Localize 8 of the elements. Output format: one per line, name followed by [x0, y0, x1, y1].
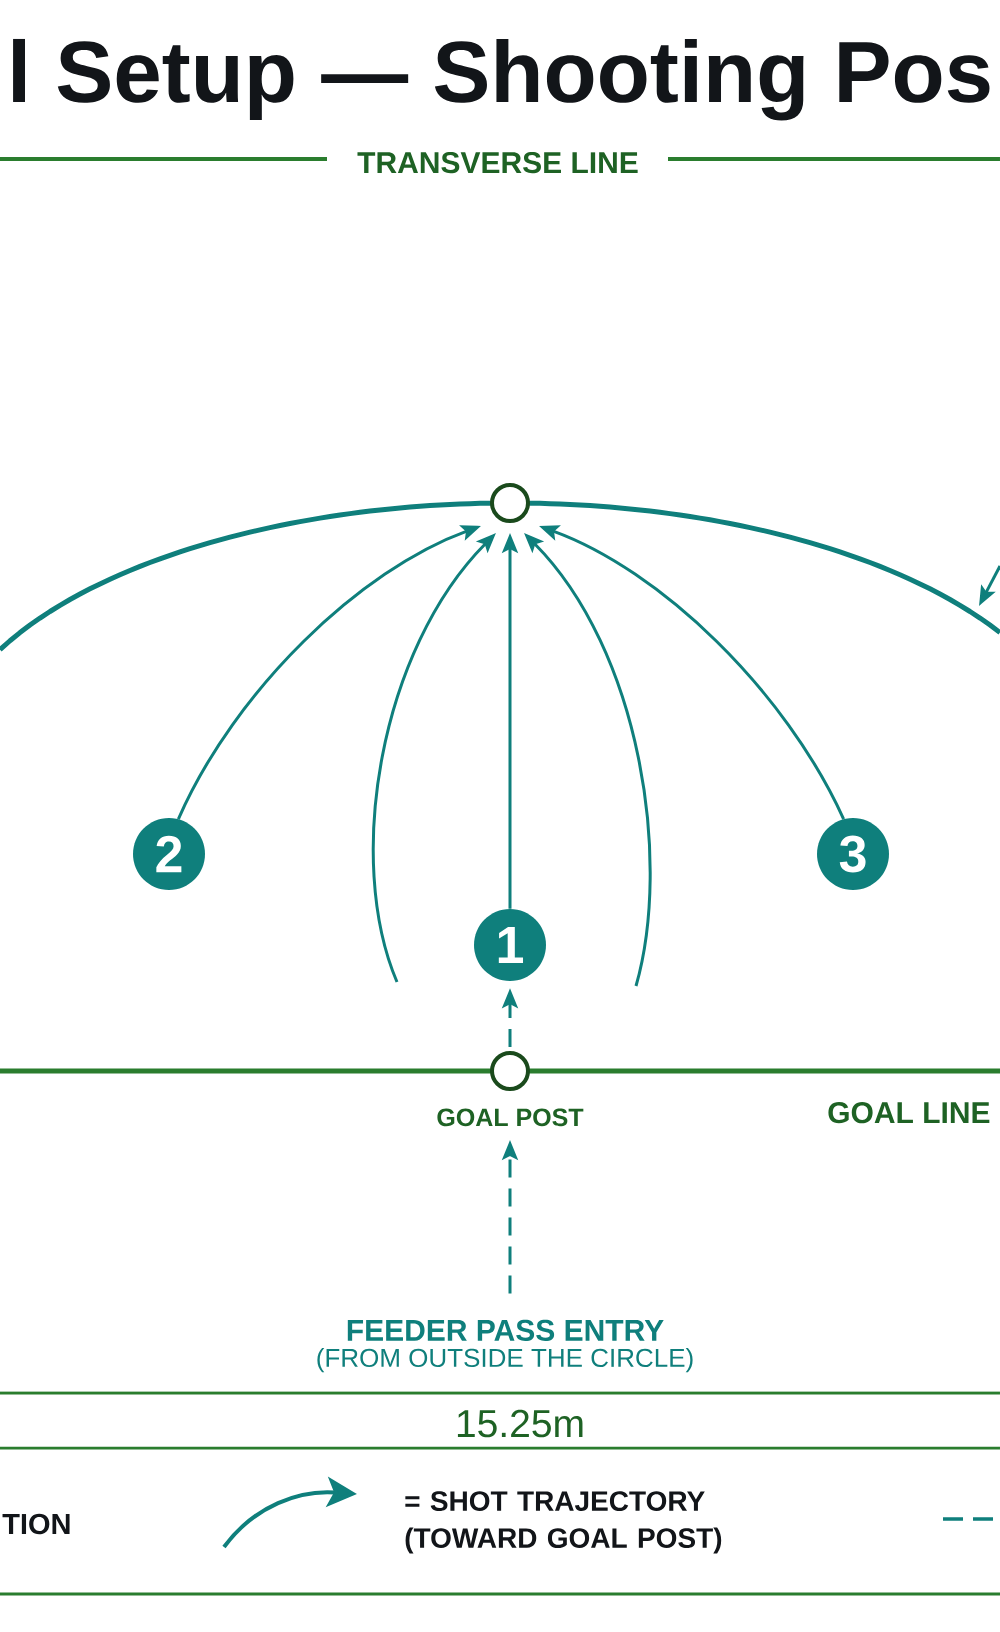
dimension-label: 15.25m	[457, 1409, 583, 1438]
text-label: TION	[2, 1513, 70, 1535]
line-label: GOAL LINE	[828, 1102, 990, 1124]
note-text: FEEDER PASS ENTRY (FROM OUTSIDE THE CIRCLE)	[317, 1319, 693, 1373]
line-label: TRANSVERSE LINE	[357, 152, 638, 174]
ring-marker	[490, 483, 530, 523]
title: l Setup — Shooting Pos	[13, 38, 990, 121]
legend-label: = SHOT TRAJECTORY (TOWARD GOAL POST)	[405, 1491, 722, 1554]
